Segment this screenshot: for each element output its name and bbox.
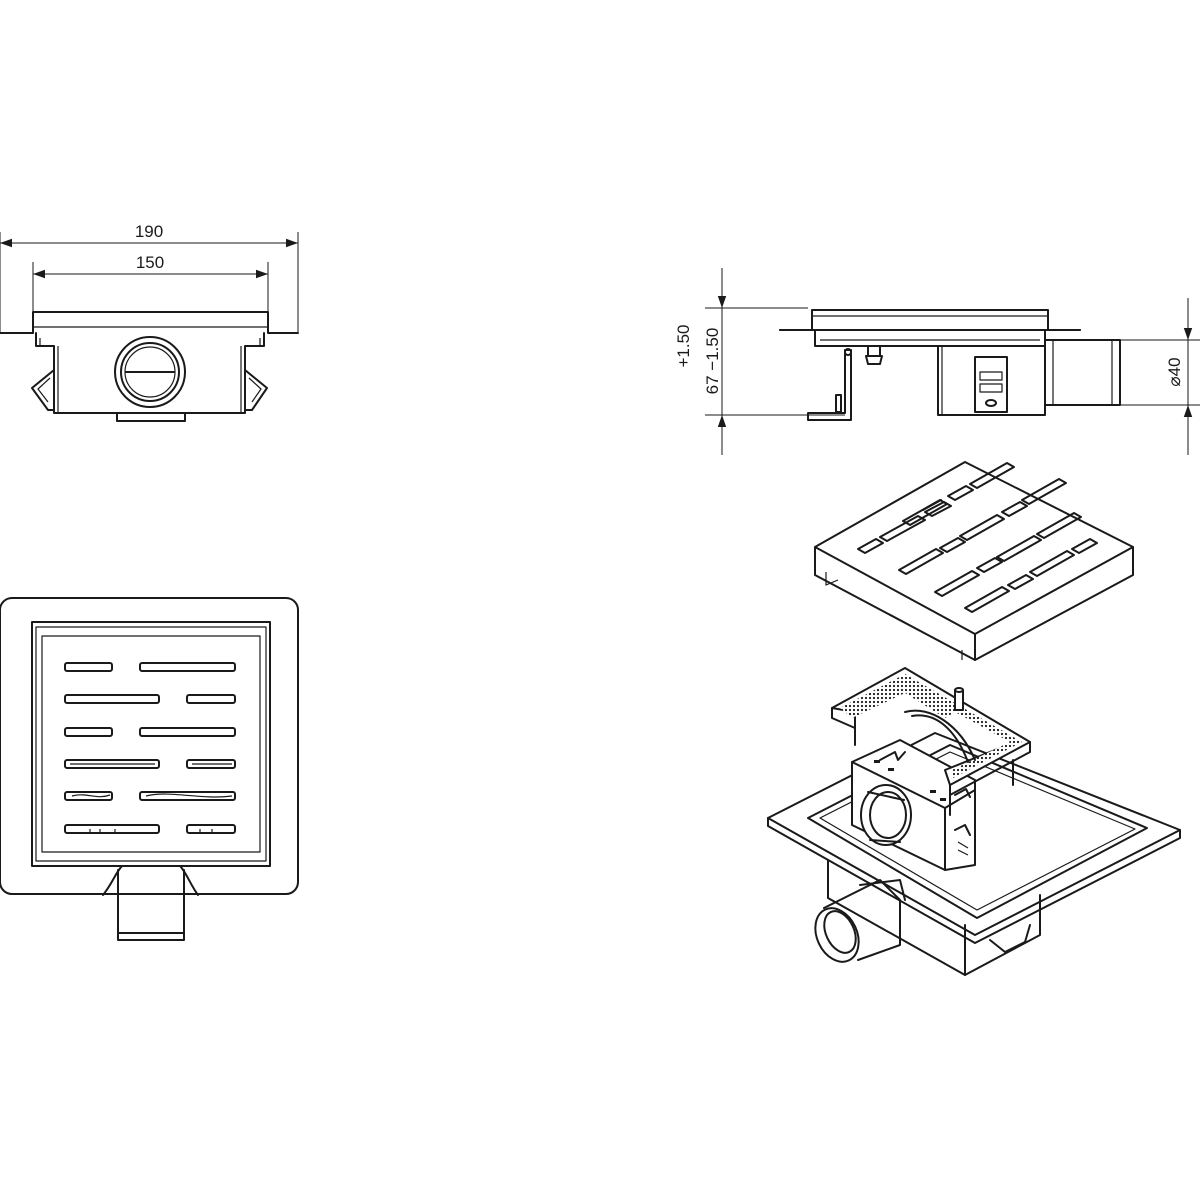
side-flange — [779, 309, 1081, 331]
outlet-front — [114, 336, 186, 408]
left-clip — [31, 369, 55, 411]
side-clip — [974, 356, 1008, 413]
top-view — [0, 597, 299, 941]
outer-flange — [0, 597, 299, 895]
bottom-tab — [116, 412, 186, 422]
iso-strainer — [831, 667, 1031, 816]
height-label: 67 −1.50 — [703, 328, 722, 395]
iso-grate-slots — [857, 462, 1098, 613]
leveling-foot — [807, 345, 883, 421]
dimension-overall-width: 190 — [0, 222, 299, 332]
height-tolerance-label: +1.50 — [674, 324, 693, 367]
outlet-diameter-label: ⌀40 — [1165, 357, 1184, 386]
iso-outlet — [814, 879, 906, 963]
isometric-grate — [814, 461, 1134, 661]
dimension-outlet-diameter: ⌀40 — [1120, 298, 1200, 455]
grate-width-label: 150 — [136, 253, 164, 272]
overall-width-label: 190 — [135, 222, 163, 241]
isometric-body — [767, 667, 1181, 976]
dimension-grate-width: 150 — [32, 253, 269, 312]
grate-slots — [64, 662, 236, 834]
iso-siphon — [851, 739, 976, 871]
flange — [0, 311, 299, 334]
dimension-height: 67 −1.50 +1.50 — [674, 268, 845, 455]
outlet-stub — [102, 865, 199, 941]
front-view: 190 150 — [0, 222, 299, 422]
side-view: 67 −1.50 +1.50 ⌀40 — [674, 268, 1200, 455]
right-clip — [244, 369, 268, 411]
side-outlet — [1044, 339, 1121, 406]
